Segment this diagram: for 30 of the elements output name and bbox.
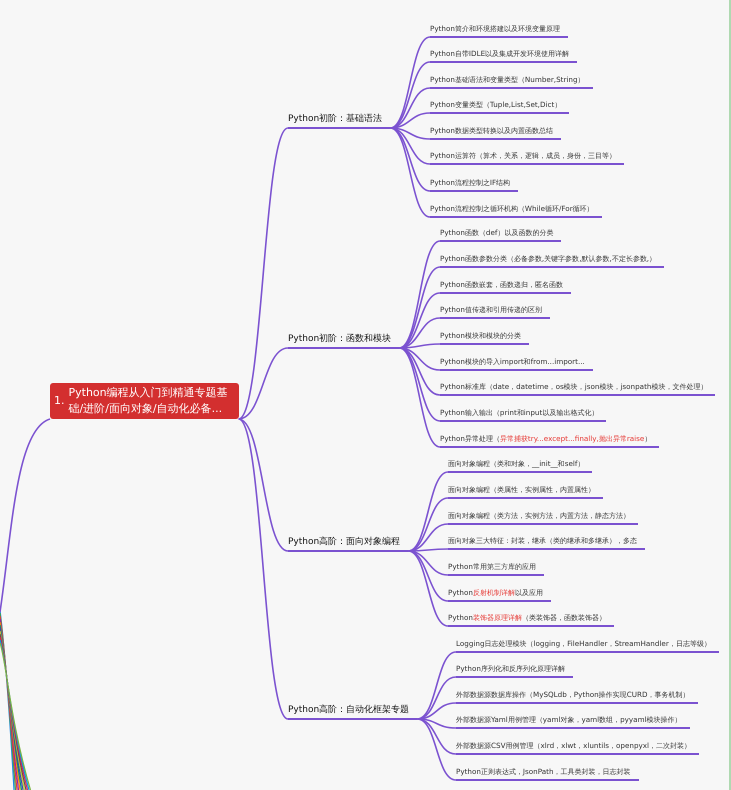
branch-line (398, 347, 440, 422)
branch-topic: Python初阶：基础语法 (288, 112, 390, 129)
branch-line (390, 127, 430, 192)
branch-line (390, 61, 430, 129)
branch-line (417, 702, 456, 720)
branch-topic: Python初阶：函数和模块 (288, 332, 400, 349)
branch-line (408, 550, 448, 627)
branch-line (238, 418, 288, 552)
branch-line (0, 418, 50, 612)
branch-topic: Python高阶：自动化框架专题 (288, 703, 418, 720)
branch-line (238, 127, 289, 420)
branch-line (238, 418, 289, 720)
branch-line (408, 550, 448, 602)
branch-line (417, 718, 456, 729)
branch-line (398, 266, 440, 349)
topic-title: Python编程从入门到精通专题基础/进阶/面向对象/自动化必备... (68, 385, 229, 417)
branch-line (408, 471, 448, 552)
branch-line (416, 651, 456, 720)
branch-line (390, 127, 430, 218)
branch-line (399, 347, 440, 396)
branch-line (417, 718, 456, 781)
topic-box (50, 383, 238, 419)
branch-line (408, 497, 448, 552)
branch-line (390, 36, 430, 129)
branch-topic: Python高阶：面向对象编程 (288, 535, 408, 552)
branch-line (408, 548, 448, 552)
branch-line (398, 240, 440, 349)
branch-line (238, 347, 288, 420)
branch-line (398, 347, 440, 448)
list-number: 1. (54, 393, 64, 409)
